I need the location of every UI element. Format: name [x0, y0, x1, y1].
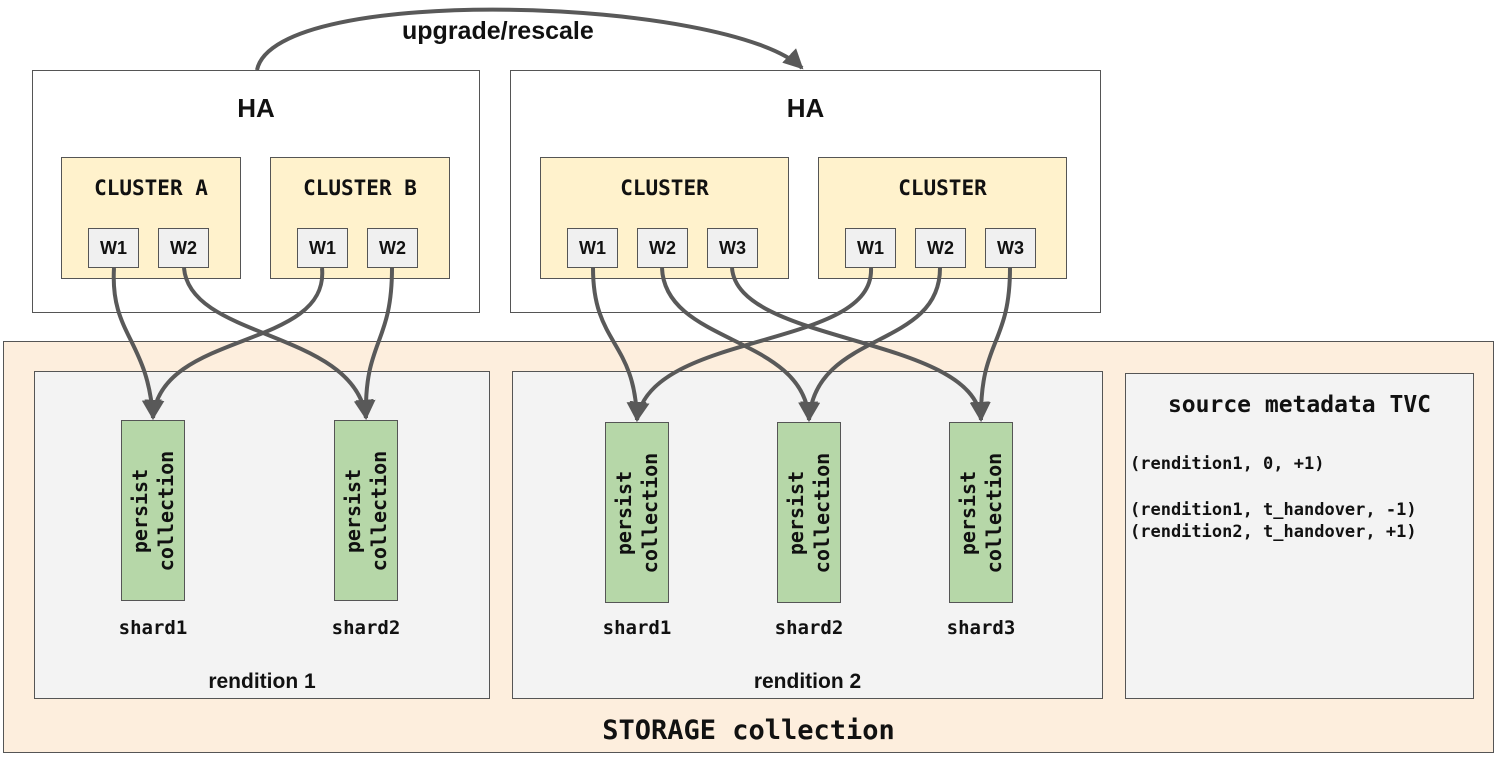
- cluster-b-worker-w2: W2: [367, 228, 418, 268]
- rendition-1-shard1-box: persist collection: [121, 420, 185, 601]
- cluster-right-2-worker-w1: W1: [845, 228, 896, 268]
- rendition-1-shard1-label: shard1: [118, 617, 188, 639]
- rendition-2-shard3-box: persist collection: [949, 422, 1013, 603]
- cluster-b-title: CLUSTER B: [303, 176, 417, 200]
- rendition-2-shard3-label: shard3: [946, 617, 1016, 639]
- rendition-2-shard1-box: persist collection: [605, 422, 669, 603]
- cluster-right-1-worker-w2: W2: [637, 228, 688, 268]
- cluster-right-1-worker-w3: W3: [707, 228, 758, 268]
- tvc-line-3: (rendition2, t_handover, +1): [1130, 522, 1417, 542]
- rendition-1-label: rendition 1: [208, 670, 316, 693]
- cluster-right-1-worker-w1: W1: [567, 228, 618, 268]
- rendition-2-label: rendition 2: [753, 670, 862, 693]
- source-metadata-tvc-title: source metadata TVC: [1167, 392, 1432, 418]
- cluster-right-2-worker-w2: W2: [915, 228, 966, 268]
- rendition-2-shard2-text: persist collection: [784, 452, 834, 573]
- storage-collection-label: STORAGE collection: [602, 715, 895, 746]
- cluster-b-worker-w1: W1: [297, 228, 348, 268]
- rendition-1-shard2-text: persist collection: [341, 450, 391, 571]
- tvc-line-1: (rendition1, 0, +1): [1130, 454, 1325, 474]
- cluster-right-1-title: CLUSTER: [620, 176, 709, 200]
- rendition-1-box: rendition 1: [34, 371, 490, 699]
- ha-left-title: HA: [237, 93, 275, 123]
- cluster-right-2-title: CLUSTER: [898, 176, 987, 200]
- tvc-line-2: (rendition1, t_handover, -1): [1130, 500, 1417, 520]
- upgrade-label: upgrade/rescale: [402, 17, 594, 45]
- cluster-a-title: CLUSTER A: [94, 176, 208, 200]
- cluster-a-worker-w2: W2: [158, 228, 209, 268]
- rendition-2-shard3-text: persist collection: [956, 452, 1006, 573]
- ha-right-title: HA: [786, 93, 825, 123]
- cluster-right-2-worker-w3: W3: [985, 228, 1036, 268]
- source-metadata-tvc-box: source metadata TVC (rendition1, 0, +1) …: [1125, 373, 1474, 699]
- rendition-1-shard2-label: shard2: [331, 617, 401, 639]
- rendition-2-shard2-label: shard2: [774, 617, 844, 639]
- rendition-2-shard1-text: persist collection: [612, 452, 662, 573]
- rendition-2-shard2-box: persist collection: [777, 422, 841, 603]
- rendition-2-shard1-label: shard1: [602, 617, 672, 639]
- rendition-1-shard2-box: persist collection: [334, 420, 398, 601]
- cluster-a-worker-w1: W1: [88, 228, 139, 268]
- rendition-1-shard1-text: persist collection: [128, 450, 178, 571]
